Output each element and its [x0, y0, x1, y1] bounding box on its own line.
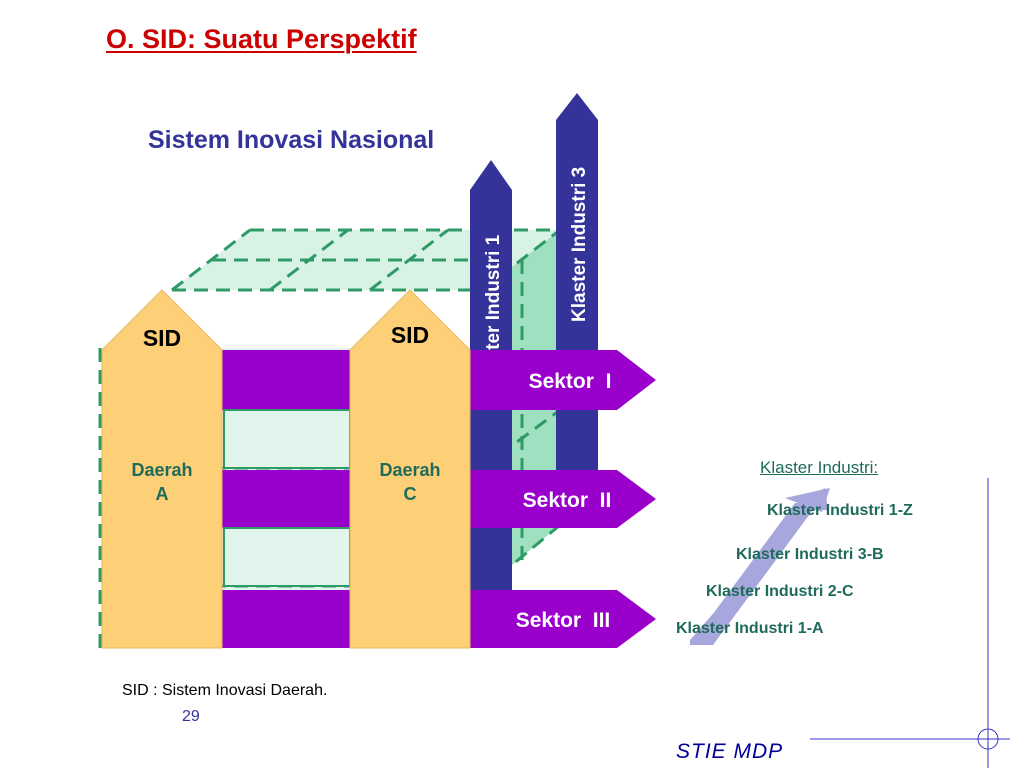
- region-c-line1: Daerah: [379, 460, 440, 480]
- sector-arrow-1: [470, 350, 656, 410]
- sector-gap-1: [223, 409, 351, 469]
- cluster-legend-item-3b: Klaster Industri 3-B: [736, 546, 884, 563]
- region-c-line2: C: [404, 484, 417, 504]
- slide-decor-lines: [810, 478, 1010, 768]
- region-a-line2: A: [156, 484, 169, 504]
- sid-label-a: SID: [143, 325, 181, 351]
- cluster-progress-arrow-body: [690, 503, 818, 645]
- diagram-title: Sistem Inovasi Nasional: [148, 126, 435, 154]
- page-number: 29: [182, 708, 200, 725]
- region-a-line1: Daerah: [131, 460, 192, 480]
- sid-arrow-daerah-a: [101, 289, 223, 649]
- sector-arrow-2: [470, 470, 656, 528]
- sector-arrow-3: [470, 590, 656, 648]
- footnote: SID : Sistem Inovasi Daerah.: [122, 682, 328, 699]
- cluster-legend-item-1a: Klaster Industri 1-A: [676, 620, 824, 637]
- sector-gap-2: [223, 527, 351, 587]
- sid-label-c: SID: [391, 322, 429, 348]
- cluster-arrow-3-label: Klaster Industri 3: [569, 167, 590, 322]
- footer-brand: STIE MDP: [676, 740, 784, 763]
- slide-title: O. SID: Suatu Perspektif: [106, 24, 417, 54]
- sid-arrow-daerah-c: [349, 289, 471, 649]
- cluster-progress-arrow-head: [785, 488, 830, 512]
- cluster-legend-item-1z: Klaster Industri 1-Z: [767, 502, 913, 519]
- cluster-legend-item-2c: Klaster Industri 2-C: [706, 583, 854, 600]
- cluster-legend-heading: Klaster Industri:: [760, 458, 879, 477]
- sector-label-2: Sektor II: [523, 489, 612, 512]
- sector-label-3: Sektor III: [516, 609, 611, 632]
- sector-label-1: Sektor I: [529, 370, 612, 393]
- cluster-arrow-3: [556, 93, 598, 525]
